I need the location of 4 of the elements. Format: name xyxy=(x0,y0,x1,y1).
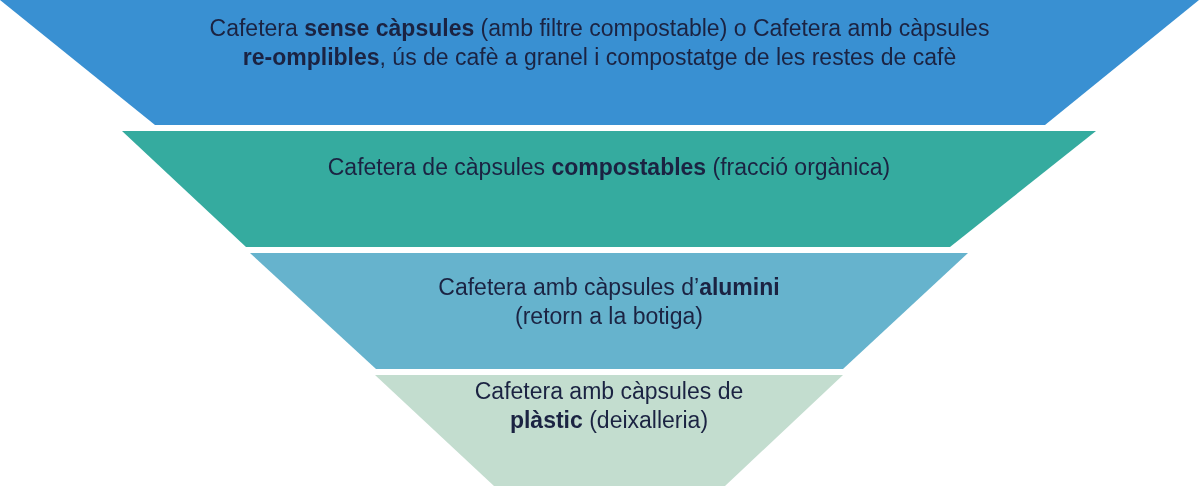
band-text: Cafetera amb càpsules de plàstic (deixalleria) xyxy=(473,377,745,435)
band-text: Cafetera de càpsules compostables (fracció orgànica) xyxy=(326,153,892,182)
band-text: Cafetera sense càpsules (amb filtre compostable) o Cafetera amb càpsules re-omplibles, ús de cafè a granel i compostatge de les restes de cafè xyxy=(208,14,991,72)
band-text: Cafetera amb càpsules d’alumini (retorn a la botiga) xyxy=(437,273,781,331)
